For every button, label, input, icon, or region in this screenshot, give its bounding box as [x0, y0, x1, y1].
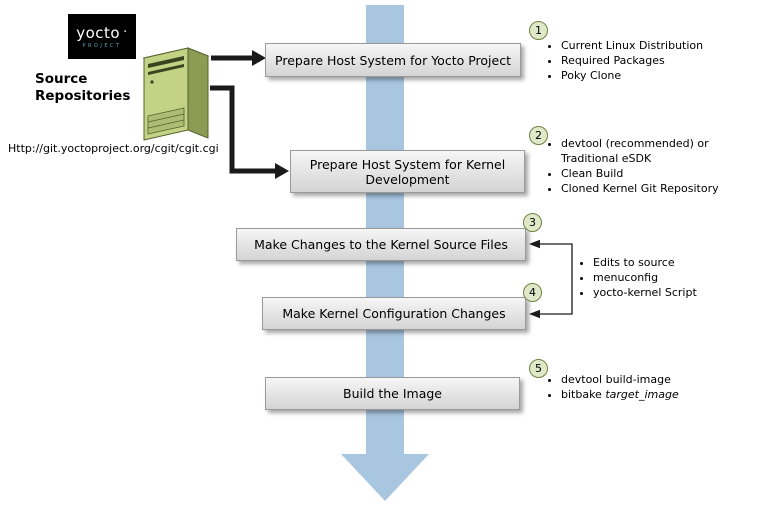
step-box-make-config-changes: Make Kernel Configuration Changes: [262, 297, 526, 330]
step-box-build-image: Build the Image: [265, 377, 520, 410]
step-number-badge-2: 2: [529, 126, 548, 145]
list-item: devtool build-image: [561, 372, 746, 387]
logo-subtitle: PROJECT: [82, 42, 122, 49]
server-tower-icon: [142, 47, 210, 141]
source-label-line2: Repositories: [35, 88, 131, 104]
list-item: Required Packages: [561, 53, 741, 68]
step-number-badge-1: 1: [529, 21, 548, 40]
step-box-label: Prepare Host System for Kernel Developme…: [309, 156, 506, 187]
step-box-make-source-changes: Make Changes to the Kernel Source Files: [236, 228, 526, 261]
list-item: Clean Build: [561, 166, 741, 181]
steps3-4-shared-bullet-list: Edits to source menuconfig yocto-kernel …: [580, 255, 753, 300]
list-item: yocto-kernel Script: [593, 285, 753, 300]
step2-bullet-list: devtool (recommended) or Traditional eSD…: [548, 136, 741, 196]
step-box-prepare-host-kernel: Prepare Host System for Kernel Developme…: [290, 150, 525, 193]
bullet-text: bitbake: [561, 388, 606, 401]
step-number-badge-4: 4: [523, 283, 542, 302]
logo-brand-text: yocto: [76, 23, 121, 42]
step-box-label: Make Kernel Configuration Changes: [282, 306, 506, 321]
list-item: menuconfig: [593, 270, 753, 285]
list-item: Cloned Kernel Git Repository: [561, 181, 741, 196]
step-box-label: Make Changes to the Kernel Source Files: [254, 237, 508, 252]
bullet-text-italic: target_image: [605, 388, 679, 401]
step5-bullet-list: devtool build-image bitbake target_image: [548, 372, 746, 402]
yocto-logo: yocto· PROJECT: [68, 14, 136, 59]
step-number-badge-5: 5: [529, 359, 548, 378]
repo-url-text: Http://git.yoctoproject.org/cgit/cgit.cg…: [8, 142, 219, 155]
arrow-server-to-step1: [211, 50, 266, 66]
step-number-badge-3: 3: [523, 213, 542, 232]
source-label-line1: Source: [35, 71, 88, 87]
step-box-label: Build the Image: [343, 386, 442, 401]
bracket-steps-3-4: [529, 239, 573, 319]
step-box-label: Prepare Host System for Yocto Project: [275, 52, 511, 68]
source-repositories-label: Source Repositories: [35, 71, 130, 105]
step-box-prepare-host-yocto: Prepare Host System for Yocto Project: [265, 43, 521, 77]
list-item: bitbake target_image: [561, 387, 746, 402]
list-item: Edits to source: [593, 255, 753, 270]
list-item: Poky Clone: [561, 68, 741, 83]
list-item: devtool (recommended) or Traditional eSD…: [561, 136, 741, 166]
arrow-server-to-step2: [210, 85, 289, 179]
logo-dot: ·: [123, 24, 128, 40]
step1-bullet-list: Current Linux Distribution Required Pack…: [548, 38, 741, 83]
list-item: Current Linux Distribution: [561, 38, 741, 53]
logo-wordmark: yocto·: [76, 25, 128, 41]
